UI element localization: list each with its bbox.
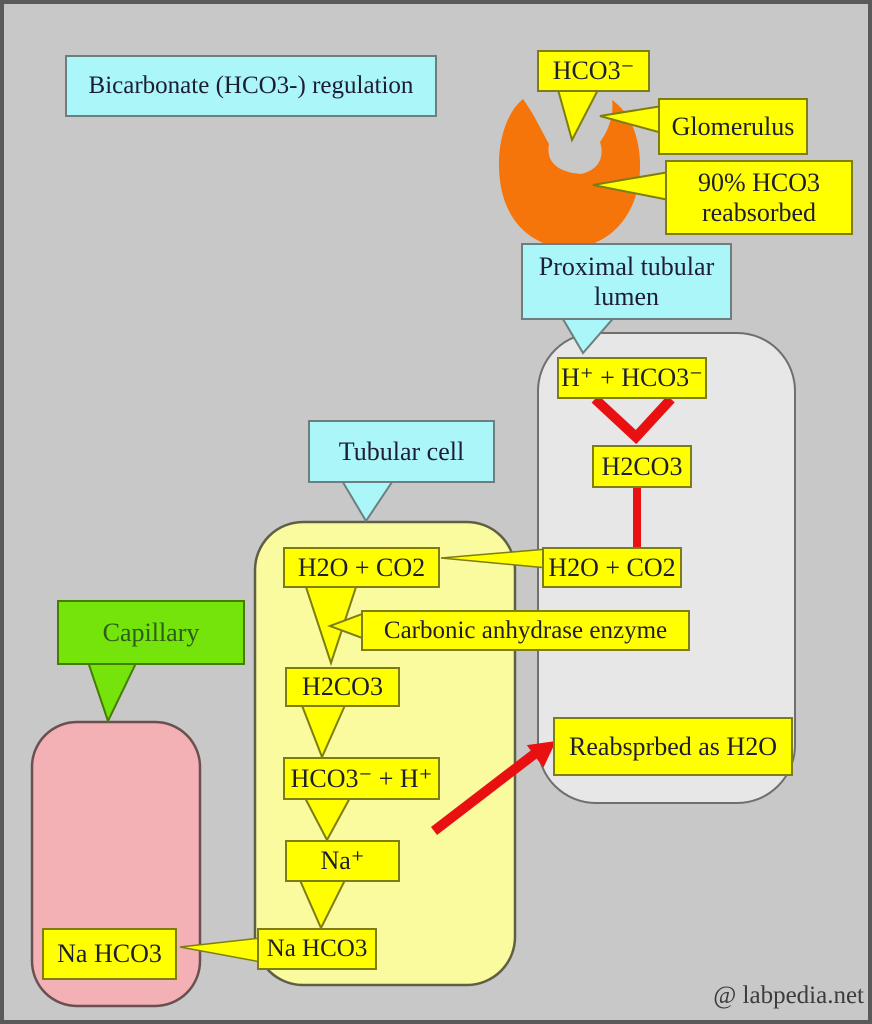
cell-hco3-h-label: HCO3⁻ + H⁺ [283, 757, 440, 800]
cell-h2co3-label: H2CO3 [285, 667, 400, 707]
reabsorb-arrow-shaft [430, 748, 541, 835]
watermark: @ labpedia.net [713, 982, 864, 1009]
capillary-na-hco3-label: Na HCO3 [42, 928, 177, 980]
reabsorb-arrow-head [526, 741, 556, 768]
lumen-h2co3-label: H2CO3 [592, 445, 692, 488]
tubular-cell-label: Tubular cell [308, 420, 495, 483]
glomerulus-shape [498, 99, 641, 252]
lumen-reaction-label: H⁺ + HCO3⁻ [557, 357, 707, 399]
diagram-title: Bicarbonate (HCO3-) regulation [65, 55, 437, 117]
cell-na-hco3-label: Na HCO3 [257, 928, 377, 970]
capillary-label: Capillary [57, 600, 245, 665]
enzyme-label: Carbonic anhydrase enzyme [361, 610, 690, 651]
reabsorbed-note-label: 90% HCO3 reabsorbed [665, 160, 853, 235]
reabsorbed-water-label: Reabsprbed as H2O [553, 717, 793, 776]
reaction-v-link [591, 395, 675, 445]
lumen-h2o-co2-label: H2O + CO2 [542, 547, 682, 588]
filtered-hco3-label: HCO3⁻ [537, 50, 650, 92]
cell-sodium-label: Na⁺ [285, 840, 400, 882]
proximal-lumen-label: Proximal tubular lumen [521, 243, 732, 320]
tubular-cell-region [253, 520, 517, 987]
cell-h2o-co2-label: H2O + CO2 [283, 547, 440, 588]
glomerulus-label: Glomerulus [658, 98, 808, 155]
